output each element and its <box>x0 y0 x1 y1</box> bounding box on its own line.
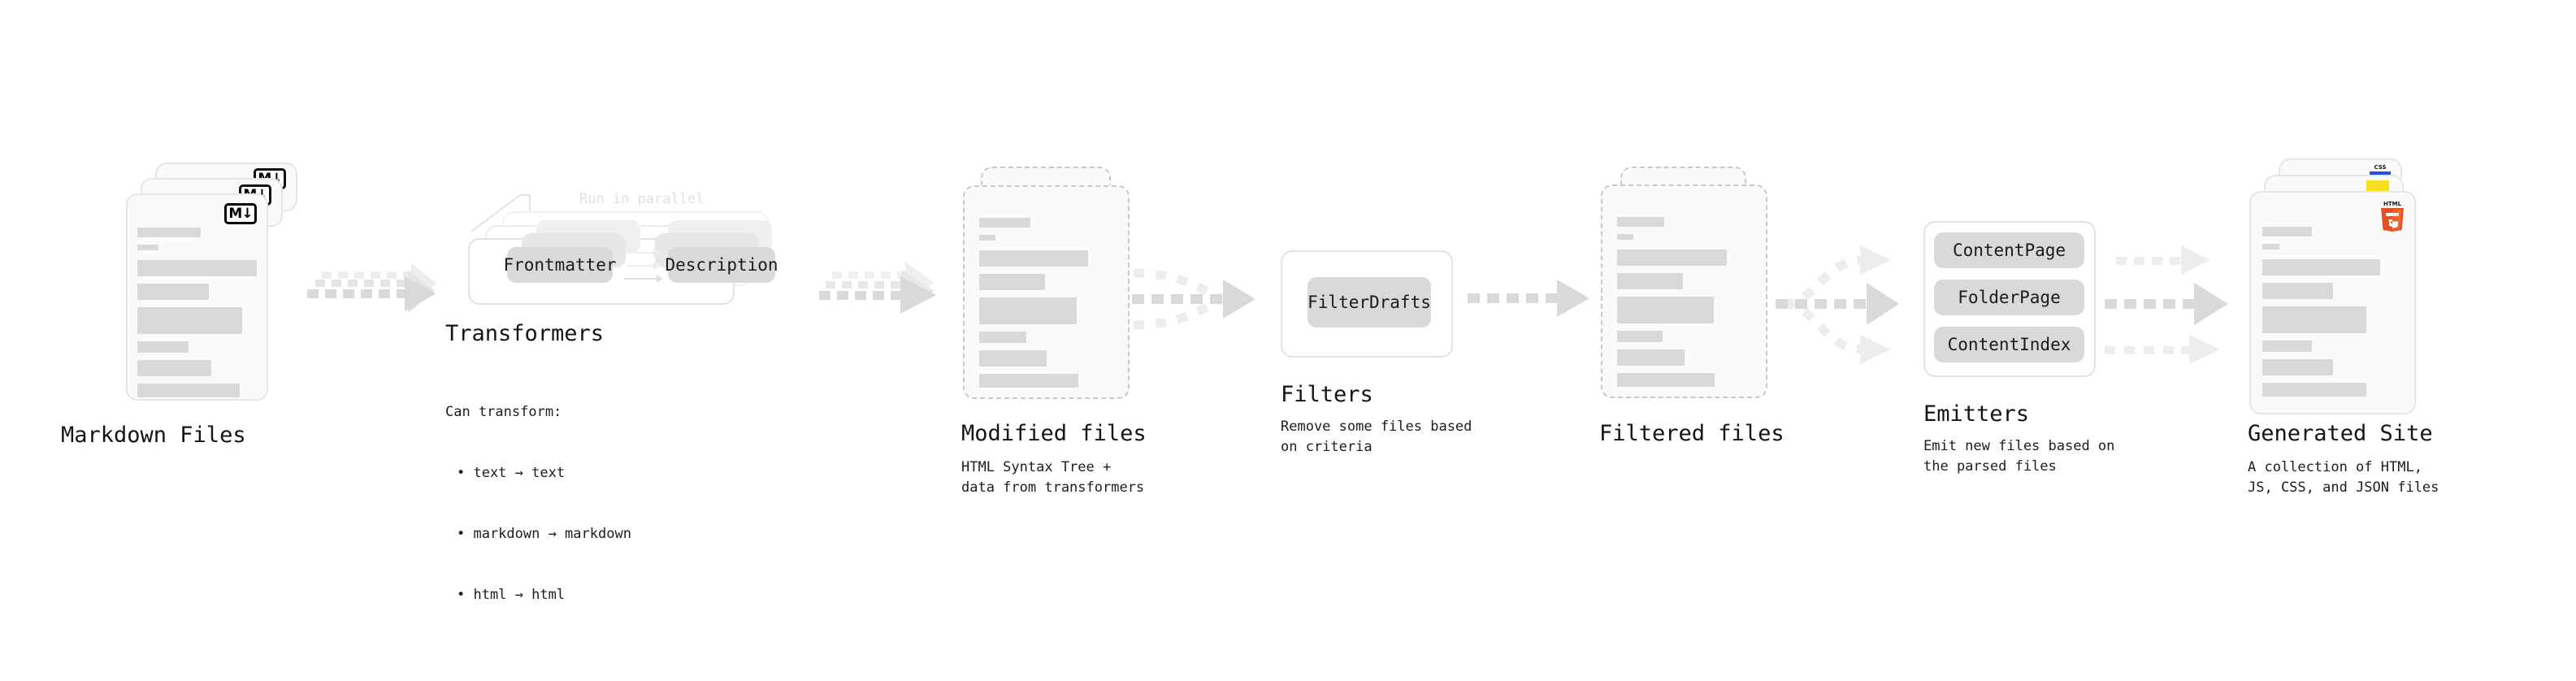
run-in-parallel-annotation: Run in parallel <box>579 191 705 207</box>
page-title: Markdown Files <box>61 423 246 448</box>
filter-chip-filterdrafts[interactable]: FilterDrafts <box>1308 277 1431 327</box>
css-icon: CSS <box>2370 164 2391 175</box>
doc-placeholder-lines <box>979 218 1113 395</box>
page-title: Generated Site <box>2248 421 2433 446</box>
transformer-inner-arrows <box>624 249 663 283</box>
transformers-description: Can transform: • text → text • markdown … <box>445 362 631 646</box>
filters-description: Remove some files based on criteria <box>1281 419 1472 455</box>
svg-text:HTML: HTML <box>2383 201 2402 207</box>
emitters-description: Emit new files based on the parsed files <box>1923 438 2115 475</box>
arrow-filtered-to-emitters <box>1776 245 1899 364</box>
emitter-chip-contentindex[interactable]: ContentIndex <box>1934 327 2084 362</box>
js-icon <box>2366 180 2389 193</box>
page-title: Modified files <box>961 421 1147 446</box>
transformers-bullet: • markdown → markdown <box>457 526 631 542</box>
transformer-chip-description[interactable]: Description <box>665 247 778 283</box>
markdown-file-stack: M↓ M↓ M↓ <box>126 163 301 431</box>
modified-files-description: HTML Syntax Tree + data from transformer… <box>961 459 1145 496</box>
stage-markdown-files: M↓ M↓ M↓ Markdown Fi <box>61 163 301 448</box>
modified-file-stack <box>963 167 1138 435</box>
html5-icon: HTML <box>2381 201 2404 232</box>
site-card-html: HTML <box>2249 191 2416 414</box>
parallel-leader-line <box>471 194 531 232</box>
transformers-bullet: • text → text <box>457 465 566 481</box>
stage-generated-site: CSS HTML <box>2248 158 2439 496</box>
markdown-card-front: M↓ <box>126 193 268 401</box>
page-title: Filters <box>1281 382 1373 407</box>
page-title: Transformers <box>445 321 605 346</box>
transformers-bullet: • html → html <box>457 587 566 603</box>
markdown-icon: M↓ <box>224 203 257 224</box>
arrow-emitters-to-site <box>2105 245 2228 364</box>
page-title: Filtered files <box>1599 421 1785 446</box>
filtered-file-stack <box>1601 167 1776 435</box>
modified-card-front <box>963 185 1130 399</box>
generated-site-description: A collection of HTML, JS, CSS, and JSON … <box>2248 459 2439 496</box>
transformers-lead: Can transform: <box>445 404 562 420</box>
doc-placeholder-lines <box>1617 217 1751 394</box>
stage-modified-files: Modified files HTML Syntax Tree + data f… <box>961 167 1147 496</box>
doc-placeholder-lines <box>137 228 257 405</box>
emitter-chip-folderpage[interactable]: FolderPage <box>1934 280 2084 315</box>
filtered-card-front <box>1601 184 1767 398</box>
arrow-markdown-to-transformers <box>307 263 437 313</box>
generated-site-stack: CSS HTML <box>2249 158 2428 435</box>
stage-filtered-files: Filtered files <box>1599 167 1785 446</box>
arrow-modified-to-filters <box>1132 268 1255 330</box>
doc-placeholder-lines <box>2262 227 2403 404</box>
arrow-filters-to-filtered <box>1468 280 1589 317</box>
emitter-chip-contentpage[interactable]: ContentPage <box>1934 232 2084 268</box>
page-title: Emitters <box>1923 401 2030 427</box>
transformer-chip-frontmatter[interactable]: Frontmatter <box>503 247 617 283</box>
arrow-transformers-to-modified <box>819 262 936 314</box>
